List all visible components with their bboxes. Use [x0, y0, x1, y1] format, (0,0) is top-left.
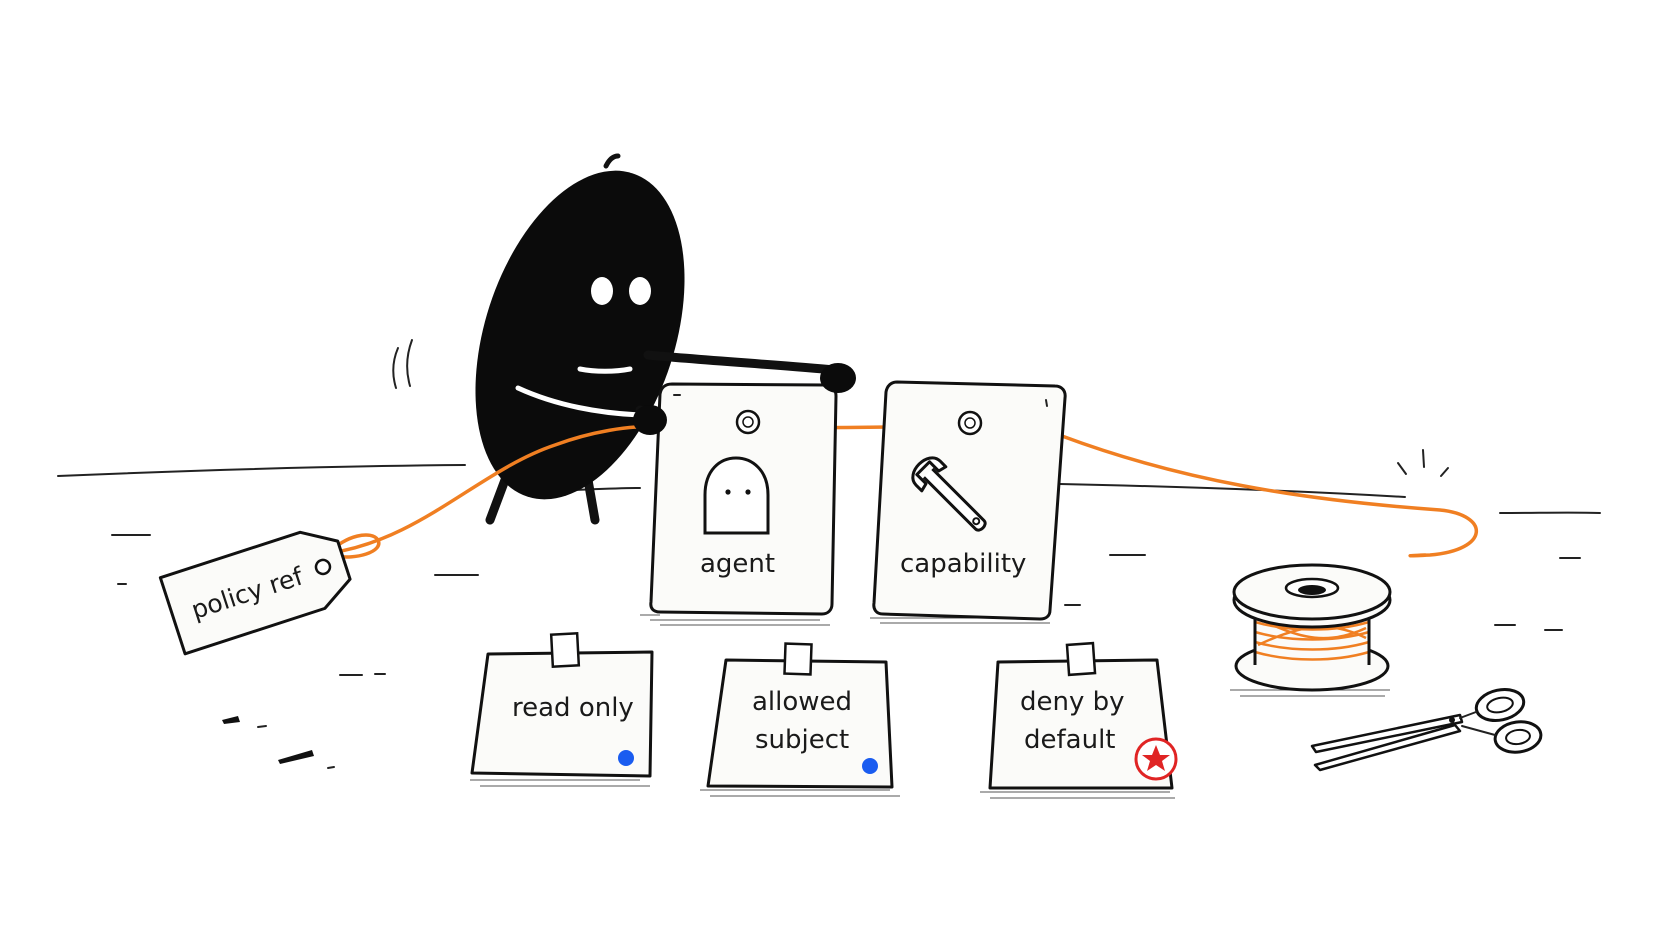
scissors-icon: [1310, 688, 1543, 772]
card-hatch: [640, 614, 830, 626]
card-agent-label: agent: [700, 549, 775, 579]
card-capability-label: capability: [900, 549, 1026, 579]
scrap-marks: [222, 716, 335, 769]
card-agent: agent: [640, 382, 838, 626]
ground-lines: [57, 464, 1601, 676]
motion-marks: [392, 339, 1449, 477]
blue-dot: [618, 750, 634, 766]
note-deny-line1: deny by: [1020, 687, 1125, 717]
red-star-seal-icon: [1134, 737, 1178, 781]
card-capability: capability: [870, 380, 1067, 624]
note-allowed-subject-line1: allowed: [752, 687, 852, 717]
smile: [577, 366, 633, 374]
belt-line: [515, 385, 648, 418]
left-eye: [591, 277, 613, 305]
note-deny-line2: default: [1024, 725, 1115, 755]
right-eye: [629, 277, 651, 305]
note-deny-by-default: deny by default: [980, 641, 1178, 799]
note-read-only: read only: [470, 632, 654, 787]
policy-ref-tag: policy ref: [158, 530, 352, 656]
ghost-icon: [703, 456, 770, 535]
note-allowed-subject: allowed subject: [700, 642, 900, 797]
wrench-icon: [911, 456, 987, 532]
character-hands: [633, 363, 856, 435]
blue-dot: [862, 758, 878, 774]
thread-spool-icon: [1230, 563, 1392, 697]
note-read-only-label: read only: [512, 693, 634, 723]
blob-character: [475, 153, 840, 525]
note-allowed-subject-line2: subject: [755, 725, 849, 755]
